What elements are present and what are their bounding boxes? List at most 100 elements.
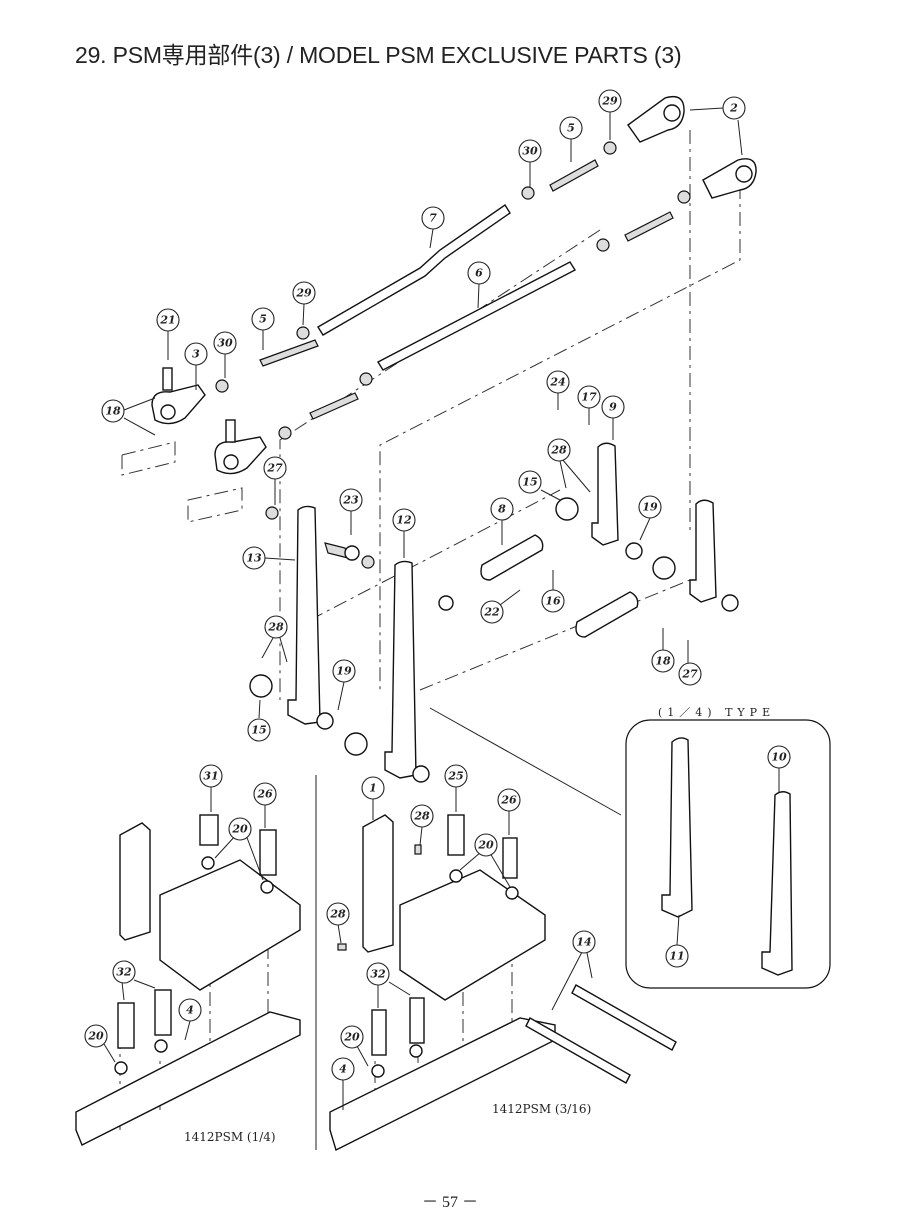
callout-number: 14 xyxy=(576,936,591,949)
link-8 xyxy=(480,534,639,638)
callout-number: 28 xyxy=(550,444,567,457)
callout-17: 17 xyxy=(577,385,601,409)
variant-label-quarter: 1412PSM (1/4) xyxy=(184,1130,276,1144)
callout-number: 8 xyxy=(498,503,506,516)
callout-number: 17 xyxy=(581,391,597,404)
callout-23: 23 xyxy=(339,488,363,512)
callout-number: 16 xyxy=(545,595,561,608)
callout-3: 3 xyxy=(184,342,208,366)
callout-30: 30 xyxy=(213,331,237,355)
callout-number: 20 xyxy=(343,1031,360,1044)
callout-20: 20 xyxy=(84,1024,108,1048)
callout-20: 20 xyxy=(228,817,252,841)
variant-label-three-sixteenth: 1412PSM (3/16) xyxy=(492,1102,591,1116)
callout-number: 10 xyxy=(771,751,787,764)
callout-number: 15 xyxy=(522,476,537,489)
callout-number: 7 xyxy=(429,212,437,225)
leader-lines xyxy=(103,107,780,1110)
rod-end-3 xyxy=(151,367,267,475)
callout-4: 4 xyxy=(178,998,202,1022)
rod-7 xyxy=(317,204,511,336)
callout-32: 32 xyxy=(112,960,136,984)
callout-15: 15 xyxy=(518,470,542,494)
callout-number: 30 xyxy=(522,145,538,158)
callout-number: 4 xyxy=(339,1063,347,1076)
callout-number: 12 xyxy=(396,514,412,527)
lever-9 xyxy=(591,442,717,603)
callout-number: 13 xyxy=(246,552,262,565)
page-number: － 57 － xyxy=(421,1194,478,1211)
rod-6 xyxy=(377,261,576,371)
base-assembly-quarter xyxy=(75,814,301,1146)
callout-number: 28 xyxy=(413,810,430,823)
callout-number: 18 xyxy=(655,655,671,668)
base-assembly-three-sixteenth xyxy=(329,814,556,1151)
callout-5: 5 xyxy=(559,116,583,140)
callout-number: 1 xyxy=(369,782,377,795)
callout-2: 2 xyxy=(722,96,746,120)
callout-32: 32 xyxy=(366,962,390,986)
callout-28: 28 xyxy=(326,902,350,926)
callout-number: 20 xyxy=(87,1030,104,1043)
callout-1: 1 xyxy=(361,776,385,800)
callout-10: 10 xyxy=(767,745,791,769)
callout-28: 28 xyxy=(410,804,434,828)
callout-number: 28 xyxy=(267,621,284,634)
callout-29: 29 xyxy=(598,89,622,113)
rod-end-2-lower xyxy=(702,158,757,199)
callout-number: 31 xyxy=(203,770,218,783)
callout-number: 23 xyxy=(342,494,359,507)
callout-number: 4 xyxy=(186,1004,194,1017)
callout-number: 3 xyxy=(192,348,200,361)
inset-type-label: (1／4) TYPE xyxy=(658,706,775,719)
hex-nuts xyxy=(215,141,691,569)
rod-end-2-upper xyxy=(627,95,685,143)
callout-19: 19 xyxy=(332,659,356,683)
callout-15: 15 xyxy=(247,718,271,742)
shoulder-screws xyxy=(324,542,454,611)
callout-18: 18 xyxy=(651,649,675,673)
callout-13: 13 xyxy=(242,546,266,570)
callout-number: 20 xyxy=(477,839,494,852)
callout-number: 26 xyxy=(500,794,517,807)
callout-20: 20 xyxy=(474,833,498,857)
callout-number: 15 xyxy=(251,724,266,737)
callout-29: 29 xyxy=(292,281,316,305)
callout-6: 6 xyxy=(467,261,491,285)
callout-31: 31 xyxy=(199,764,223,788)
callout-21: 21 xyxy=(156,308,180,332)
collars xyxy=(249,497,739,783)
callout-number: 29 xyxy=(601,95,618,108)
callout-number: 18 xyxy=(105,405,121,418)
callout-number: 27 xyxy=(266,462,283,475)
callout-30: 30 xyxy=(518,139,542,163)
callout-25: 25 xyxy=(444,764,468,788)
callout-number: 5 xyxy=(567,122,575,135)
callout-14: 14 xyxy=(572,930,596,954)
callout-number: 29 xyxy=(295,287,312,300)
callout-19: 19 xyxy=(638,495,662,519)
callout-number: 28 xyxy=(329,908,346,921)
callout-number: 11 xyxy=(669,950,684,963)
callout-number: 25 xyxy=(447,770,463,783)
callout-5: 5 xyxy=(251,307,275,331)
callout-number: 24 xyxy=(549,376,565,389)
callout-number: 20 xyxy=(231,823,248,836)
mount-blocks-ghost xyxy=(121,441,243,523)
callout-number: 6 xyxy=(475,267,483,280)
callout-number: 19 xyxy=(642,501,658,514)
callout-9: 9 xyxy=(601,395,625,419)
callout-8: 8 xyxy=(490,497,514,521)
callout-12: 12 xyxy=(392,508,416,532)
callout-28: 28 xyxy=(264,615,288,639)
lever-12 xyxy=(384,560,417,779)
callout-24: 24 xyxy=(546,370,570,394)
callout-7: 7 xyxy=(421,206,445,230)
callout-4: 4 xyxy=(331,1057,355,1081)
page-title: 29. PSM専用部件(3) / MODEL PSM EXCLUSIVE PAR… xyxy=(75,42,682,68)
callout-26: 26 xyxy=(497,788,521,812)
callout-number: 22 xyxy=(483,606,500,619)
callout-number: 2 xyxy=(729,102,738,115)
stud-5 xyxy=(259,159,674,420)
